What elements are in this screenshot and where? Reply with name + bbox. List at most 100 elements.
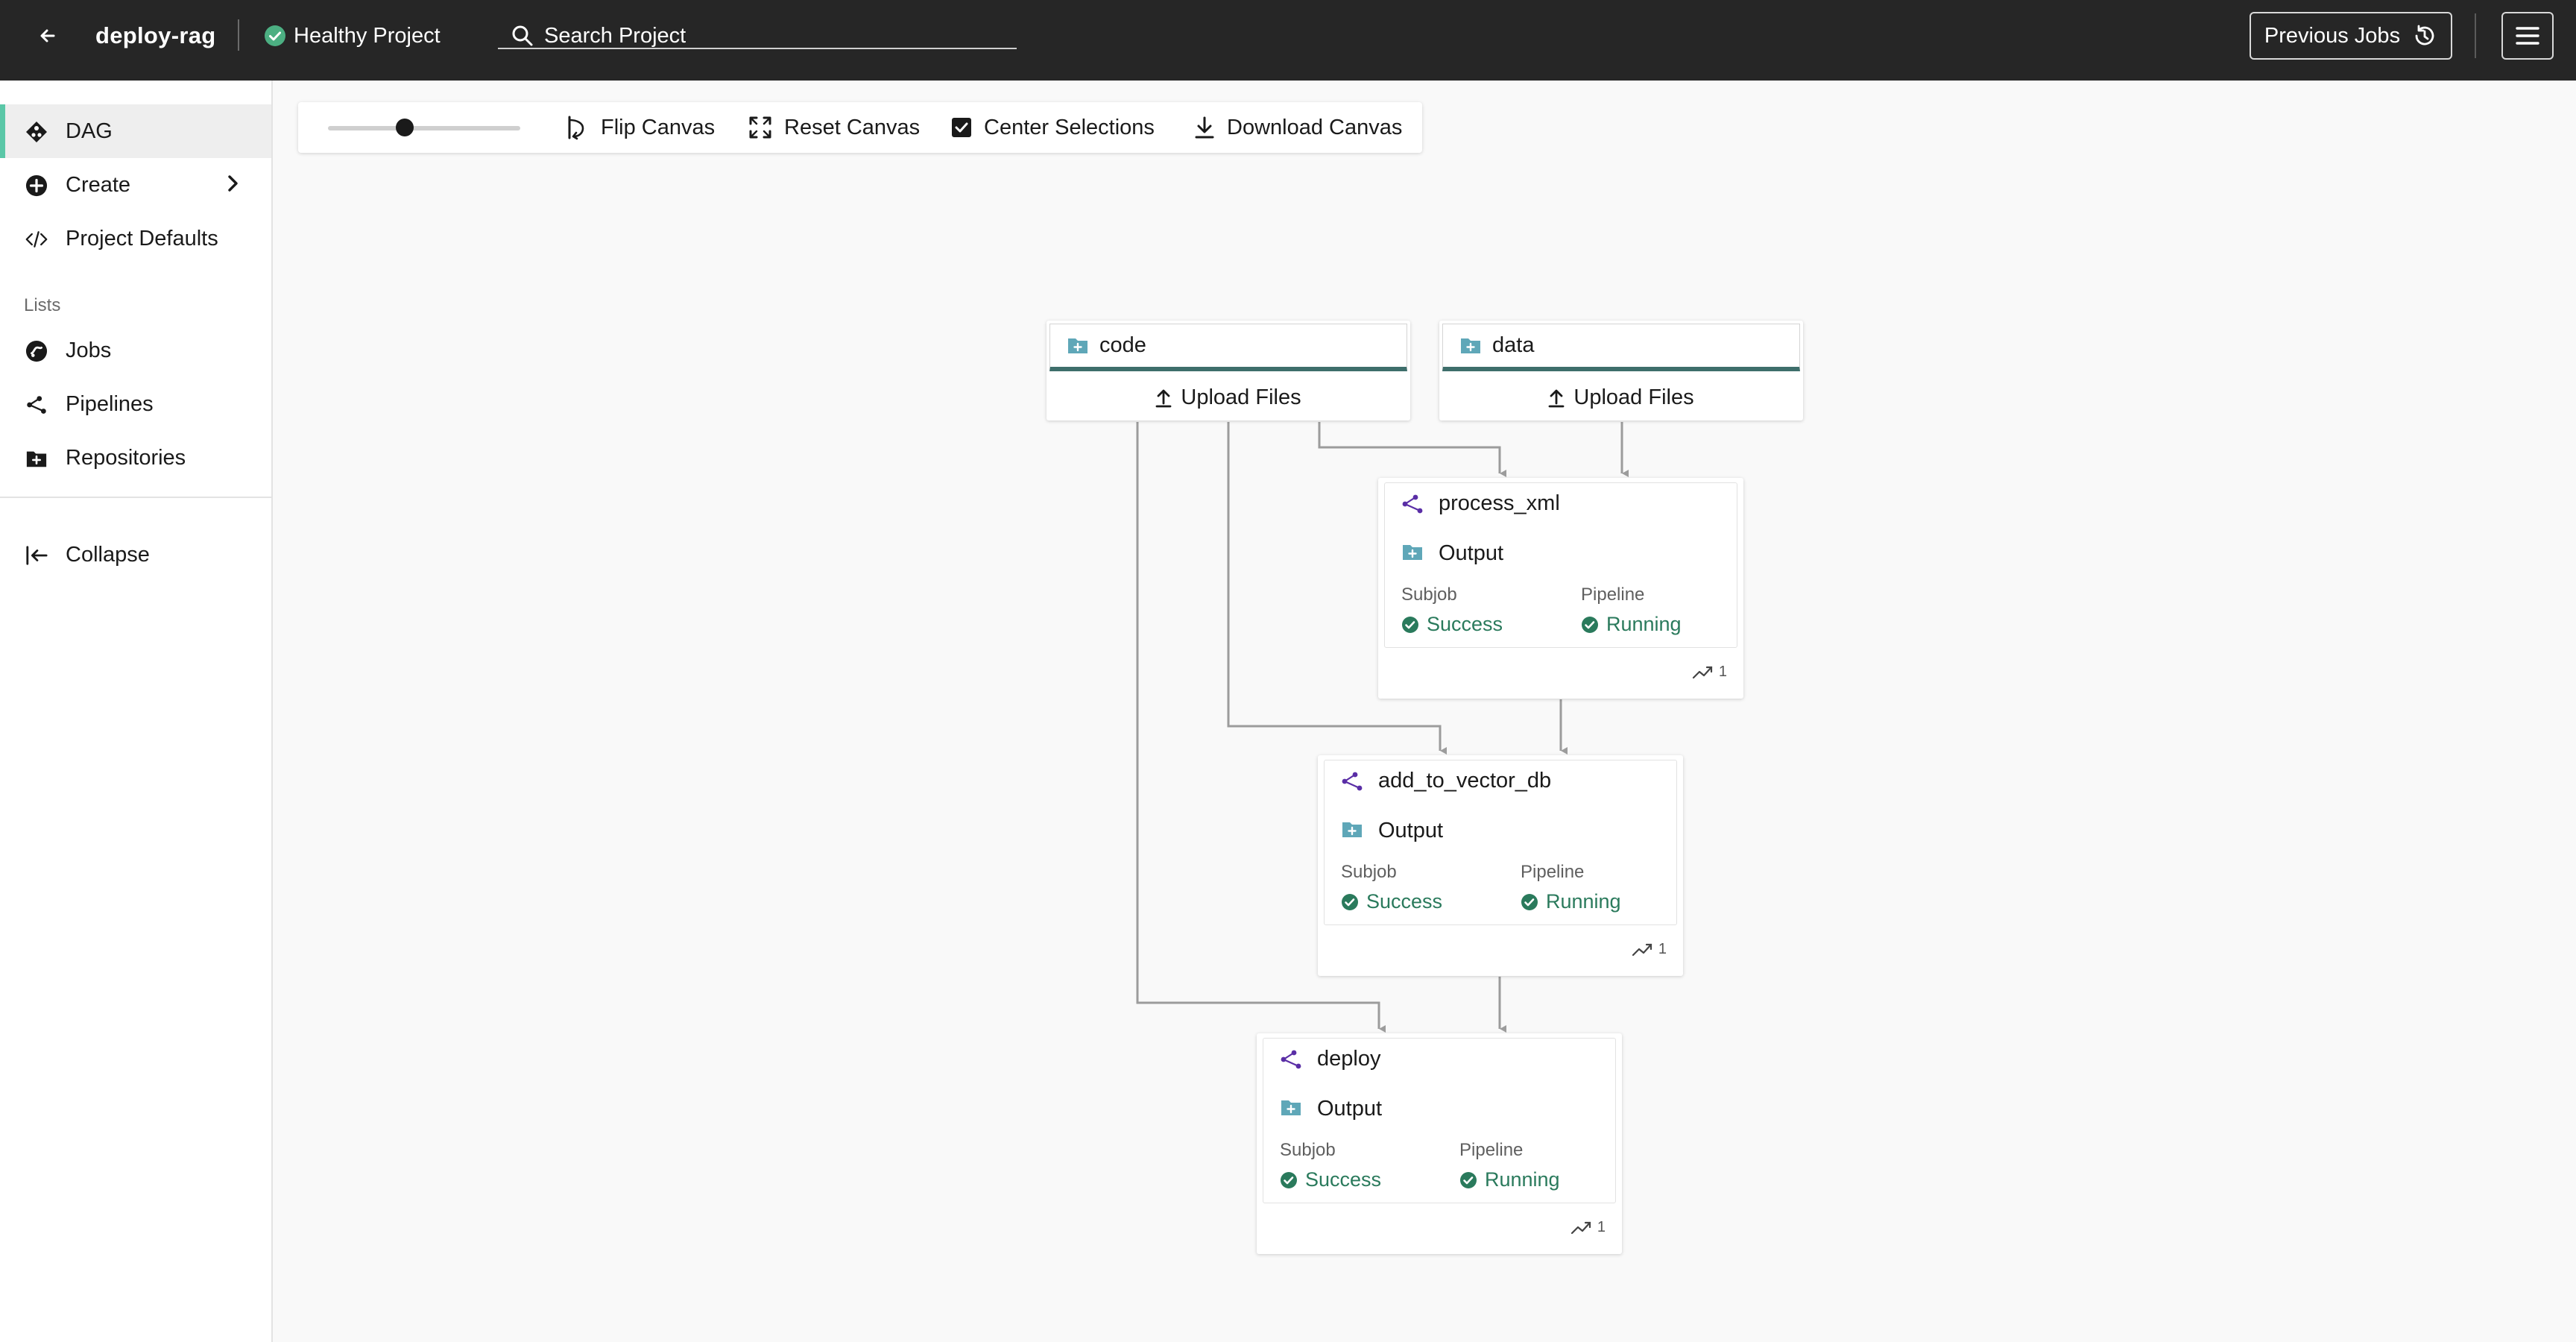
pipeline-label: Pipeline	[1521, 862, 1585, 882]
download-canvas-button[interactable]: Download Canvas	[1194, 102, 1402, 153]
pipeline-icon	[1280, 1049, 1302, 1070]
subjob-state: Success	[1305, 1168, 1382, 1191]
pipeline-status[interactable]: Running	[1521, 890, 1621, 913]
pipeline-state: Running	[1606, 613, 1682, 635]
header-divider	[238, 19, 239, 51]
checkbox-checked-icon	[951, 117, 972, 138]
job-count: 1	[1718, 664, 1727, 680]
repo-node-title[interactable]: data	[1442, 324, 1800, 371]
reset-canvas-button[interactable]: Reset Canvas	[748, 102, 920, 153]
job-count: 1	[1658, 941, 1667, 957]
pipeline-state: Running	[1546, 890, 1621, 913]
download-canvas-label: Download Canvas	[1227, 115, 1403, 139]
edge-code-to-process-xml	[1318, 422, 1506, 477]
sidebar-item-pipelines[interactable]: Pipelines	[0, 377, 271, 431]
center-selections-label: Center Selections	[984, 115, 1155, 139]
upload-icon	[1155, 387, 1172, 408]
pipeline-icon	[1341, 771, 1363, 792]
sidebar-item-label: Project Defaults	[66, 226, 218, 251]
repo-node-title[interactable]: code	[1049, 324, 1407, 371]
history-icon	[2412, 23, 2437, 48]
sidebar-item-label: DAG	[66, 119, 113, 143]
repo-folder-icon	[1459, 336, 1482, 356]
repo-name: data	[1492, 333, 1535, 357]
pipeline-status[interactable]: Running	[1581, 613, 1682, 636]
output-folder-icon	[1401, 543, 1424, 562]
pipeline-label: Pipeline	[1459, 1140, 1524, 1160]
flip-canvas-label: Flip Canvas	[601, 115, 716, 139]
pipeline-name: add_to_vector_db	[1378, 769, 1552, 793]
sidebar-item-project-defaults[interactable]: Project Defaults	[0, 212, 271, 265]
pipeline-icon	[25, 394, 48, 416]
pipeline-node-deploy: deploy Output Subjob Success Pipeline Ru…	[1257, 1033, 1622, 1254]
job-count-badge[interactable]: 1	[1570, 1219, 1606, 1236]
success-check-icon	[1581, 616, 1599, 634]
success-check-icon	[1341, 893, 1359, 911]
sidebar-item-label: Jobs	[66, 338, 112, 362]
output-folder-icon	[1280, 1098, 1302, 1118]
pipeline-name: deploy	[1317, 1047, 1381, 1071]
previous-jobs-label: Previous Jobs	[2264, 23, 2401, 48]
center-selections-checkbox[interactable]: Center Selections	[951, 102, 1155, 153]
collapse-left-icon	[25, 544, 48, 567]
pipeline-state: Running	[1485, 1168, 1560, 1191]
subjob-state: Success	[1427, 613, 1503, 635]
repo-node-code: code Upload Files	[1046, 321, 1410, 420]
trend-icon	[1632, 942, 1654, 958]
subjob-label: Subjob	[1341, 862, 1397, 882]
output-label: Output	[1439, 541, 1504, 565]
search-input[interactable]: Search Project	[498, 0, 1017, 72]
pipeline-label: Pipeline	[1581, 585, 1645, 605]
sidebar-item-repositories[interactable]: Repositories	[0, 431, 271, 485]
job-count: 1	[1597, 1219, 1606, 1235]
header-divider	[2475, 13, 2476, 58]
success-check-icon	[1521, 893, 1538, 911]
pipeline-status[interactable]: Running	[1459, 1168, 1560, 1191]
subjob-status[interactable]: Success	[1401, 613, 1503, 636]
trend-icon	[1570, 1220, 1593, 1236]
job-count-badge[interactable]: 1	[1692, 664, 1727, 681]
sidebar-item-create[interactable]: Create	[0, 158, 271, 212]
flip-icon	[565, 115, 589, 140]
pipeline-node-body: deploy Output Subjob Success Pipeline Ru…	[1263, 1038, 1616, 1203]
health-status-label: Healthy Project	[294, 23, 441, 48]
job-count-badge[interactable]: 1	[1632, 941, 1667, 958]
upload-files-label: Upload Files	[1181, 385, 1301, 409]
search-placeholder: Search Project	[544, 23, 686, 48]
output-folder-icon	[1341, 820, 1363, 839]
success-check-icon	[1280, 1171, 1298, 1189]
flip-canvas-button[interactable]: Flip Canvas	[565, 102, 715, 153]
repo-node-data: data Upload Files	[1439, 321, 1803, 420]
subjob-label: Subjob	[1401, 585, 1457, 605]
output-label: Output	[1317, 1097, 1383, 1121]
repo-name: code	[1099, 333, 1146, 357]
lists-heading: Lists	[24, 295, 61, 315]
hamburger-icon	[2516, 25, 2539, 46]
sidebar-item-label: Pipelines	[66, 391, 154, 416]
canvas-toolbar: Flip Canvas Reset Canvas Center Selectio…	[298, 102, 1422, 153]
subjob-status[interactable]: Success	[1280, 1168, 1381, 1191]
download-icon	[1194, 116, 1215, 139]
main-menu-button[interactable]	[2501, 12, 2554, 60]
pipeline-name: process_xml	[1439, 491, 1560, 515]
pipeline-node-body: add_to_vector_db Output Subjob Success P…	[1324, 760, 1677, 925]
pipeline-node-add-to-vector-db: add_to_vector_db Output Subjob Success P…	[1318, 755, 1683, 976]
collapse-sidebar-button[interactable]: Collapse	[0, 528, 271, 582]
subjob-status[interactable]: Success	[1341, 890, 1442, 913]
success-check-icon	[1401, 616, 1419, 634]
upload-files-button[interactable]: Upload Files	[1439, 374, 1803, 420]
zoom-slider-handle[interactable]	[396, 119, 414, 136]
project-name: deploy-rag	[95, 22, 216, 48]
previous-jobs-button[interactable]: Previous Jobs	[2250, 12, 2452, 60]
collapse-label: Collapse	[66, 542, 150, 567]
sidebar-item-label: Create	[66, 172, 131, 197]
search-underline	[498, 48, 1017, 49]
zoom-slider[interactable]	[328, 126, 520, 130]
project-health-status: Healthy Project	[264, 0, 441, 72]
output-label: Output	[1378, 819, 1444, 842]
sidebar-item-jobs[interactable]: Jobs	[0, 324, 271, 377]
back-button[interactable]	[21, 0, 75, 72]
sidebar-item-dag[interactable]: DAG	[0, 104, 271, 158]
upload-files-button[interactable]: Upload Files	[1046, 374, 1410, 420]
search-icon	[511, 25, 534, 47]
